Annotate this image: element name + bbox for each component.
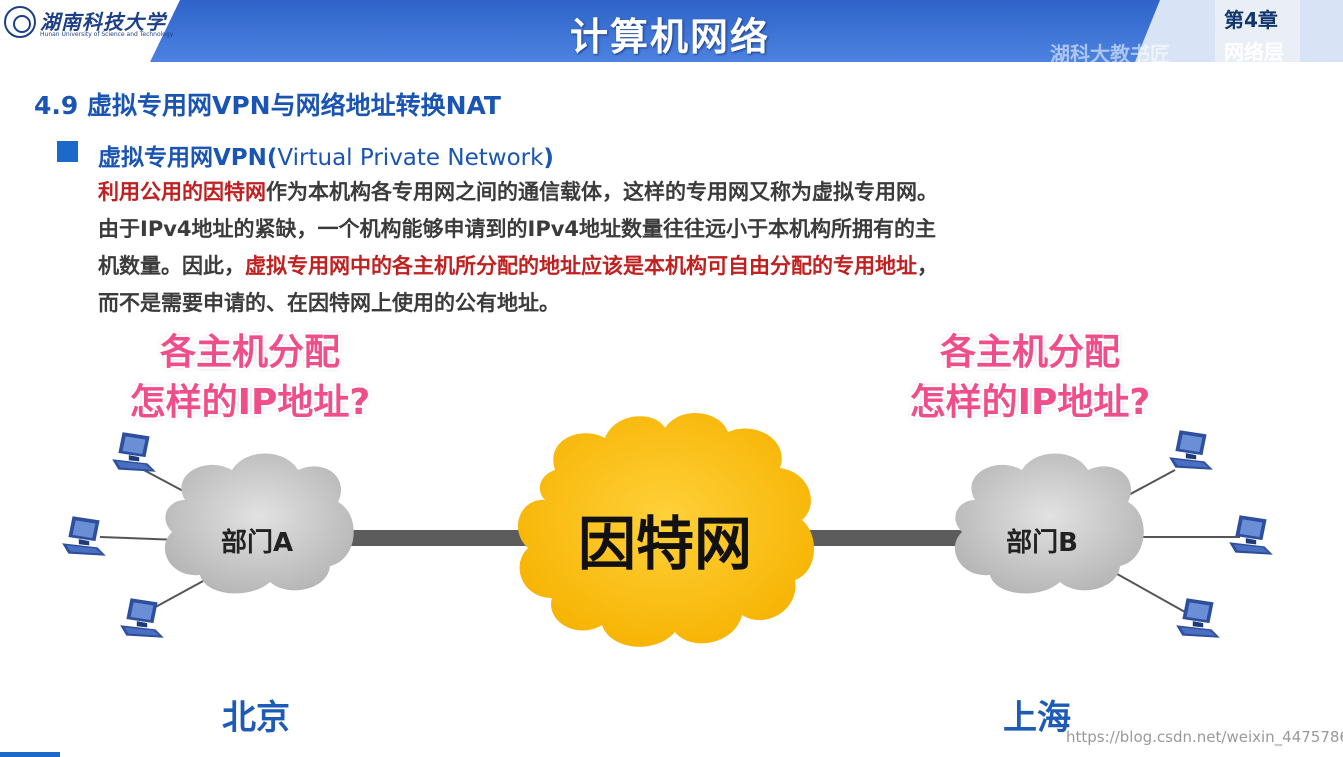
computer-icon-a3 <box>120 598 164 638</box>
video-watermark: 湖科大教书匠 <box>1050 42 1170 66</box>
question-right-line1: 各主机分配 <box>939 332 1120 373</box>
csdn-watermark: https://blog.csdn.net/weixin_44757863 <box>1066 728 1343 746</box>
dept-b-label: 部门B <box>1006 528 1078 558</box>
vpn-heading-close: ) <box>543 145 554 171</box>
university-motto: 唯实惟新 至诚致志 <box>10 47 95 56</box>
city-shanghai: 上海 <box>1003 698 1071 738</box>
header-background <box>0 0 1343 62</box>
computer-icon-b2 <box>1229 515 1273 555</box>
chapter-number: 第4章 <box>1224 8 1278 32</box>
city-beijing: 北京 <box>222 698 290 738</box>
emblem-icon <box>4 6 36 38</box>
course-title: 计算机网络 <box>569 15 770 59</box>
internet-label: 因特网 <box>578 510 752 578</box>
section-title: 4.9 虚拟专用网VPN与网络地址转换NAT <box>34 91 501 120</box>
vpn-heading: 虚拟专用网VPN(Virtual Private Network) <box>98 138 554 172</box>
internet-cloud <box>517 412 815 647</box>
line3-end: ， <box>917 254 938 278</box>
computer-icon-a2 <box>62 516 106 556</box>
vpn-heading-cn: 虚拟专用网VPN( <box>98 145 278 171</box>
paragraph-line-3: 机数量。因此，虚拟专用网中的各主机所分配的地址应该是本机构可自由分配的专用地址， <box>98 250 938 280</box>
link-dept-a-internet <box>340 530 540 546</box>
university-logo: 湖南科技大学 Hunan University of Science and T… <box>0 0 173 62</box>
highlight-public-internet: 利用公用的因特网 <box>98 180 266 204</box>
highlight-private-address: 虚拟专用网中的各主机所分配的地址应该是本机构可自由分配的专用地址 <box>245 254 917 278</box>
university-name-en: Hunan University of Science and Technolo… <box>40 31 174 38</box>
question-right: 各主机分配 怎样的IP地址? <box>880 328 1180 428</box>
chapter-name: 网络层 <box>1224 40 1284 64</box>
question-left: 各主机分配 怎样的IP地址? <box>100 328 400 428</box>
computer-icon-b3 <box>1176 598 1220 638</box>
vpn-heading-en: Virtual Private Network <box>277 145 544 171</box>
paragraph-line-1: 利用公用的因特网作为本机构各专用网之间的通信载体，这样的专用网又称为虚拟专用网。 <box>98 176 938 206</box>
university-name-cn: 湖南科技大学 <box>40 10 166 34</box>
line3-start: 机数量。因此， <box>98 254 245 278</box>
question-left-line2: 怎样的IP地址? <box>129 382 371 423</box>
slide-header: 湖南科技大学 Hunan University of Science and T… <box>0 0 1343 66</box>
line1-text: 作为本机构各专用网之间的通信载体，这样的专用网又称为虚拟专用网。 <box>266 180 938 204</box>
question-left-line1: 各主机分配 <box>159 332 340 373</box>
dept-a-label: 部门A <box>221 528 293 558</box>
paragraph-line-2: 由于IPv4地址的紧缺，一个机构能够申请到的IPv4地址数量往往远小于本机构所拥… <box>98 217 937 241</box>
dept-a-cloud <box>164 453 354 594</box>
question-right-line2: 怎样的IP地址? <box>909 382 1151 423</box>
bottom-accent-bar <box>0 752 60 757</box>
paragraph-line-4: 而不是需要申请的、在因特网上使用的公有地址。 <box>98 291 560 315</box>
square-bullet-icon <box>57 141 78 162</box>
dept-b-cloud <box>954 453 1144 594</box>
link-internet-dept-b <box>800 530 970 546</box>
computer-icon-a1 <box>112 432 156 472</box>
computer-icon-b1 <box>1169 430 1213 470</box>
